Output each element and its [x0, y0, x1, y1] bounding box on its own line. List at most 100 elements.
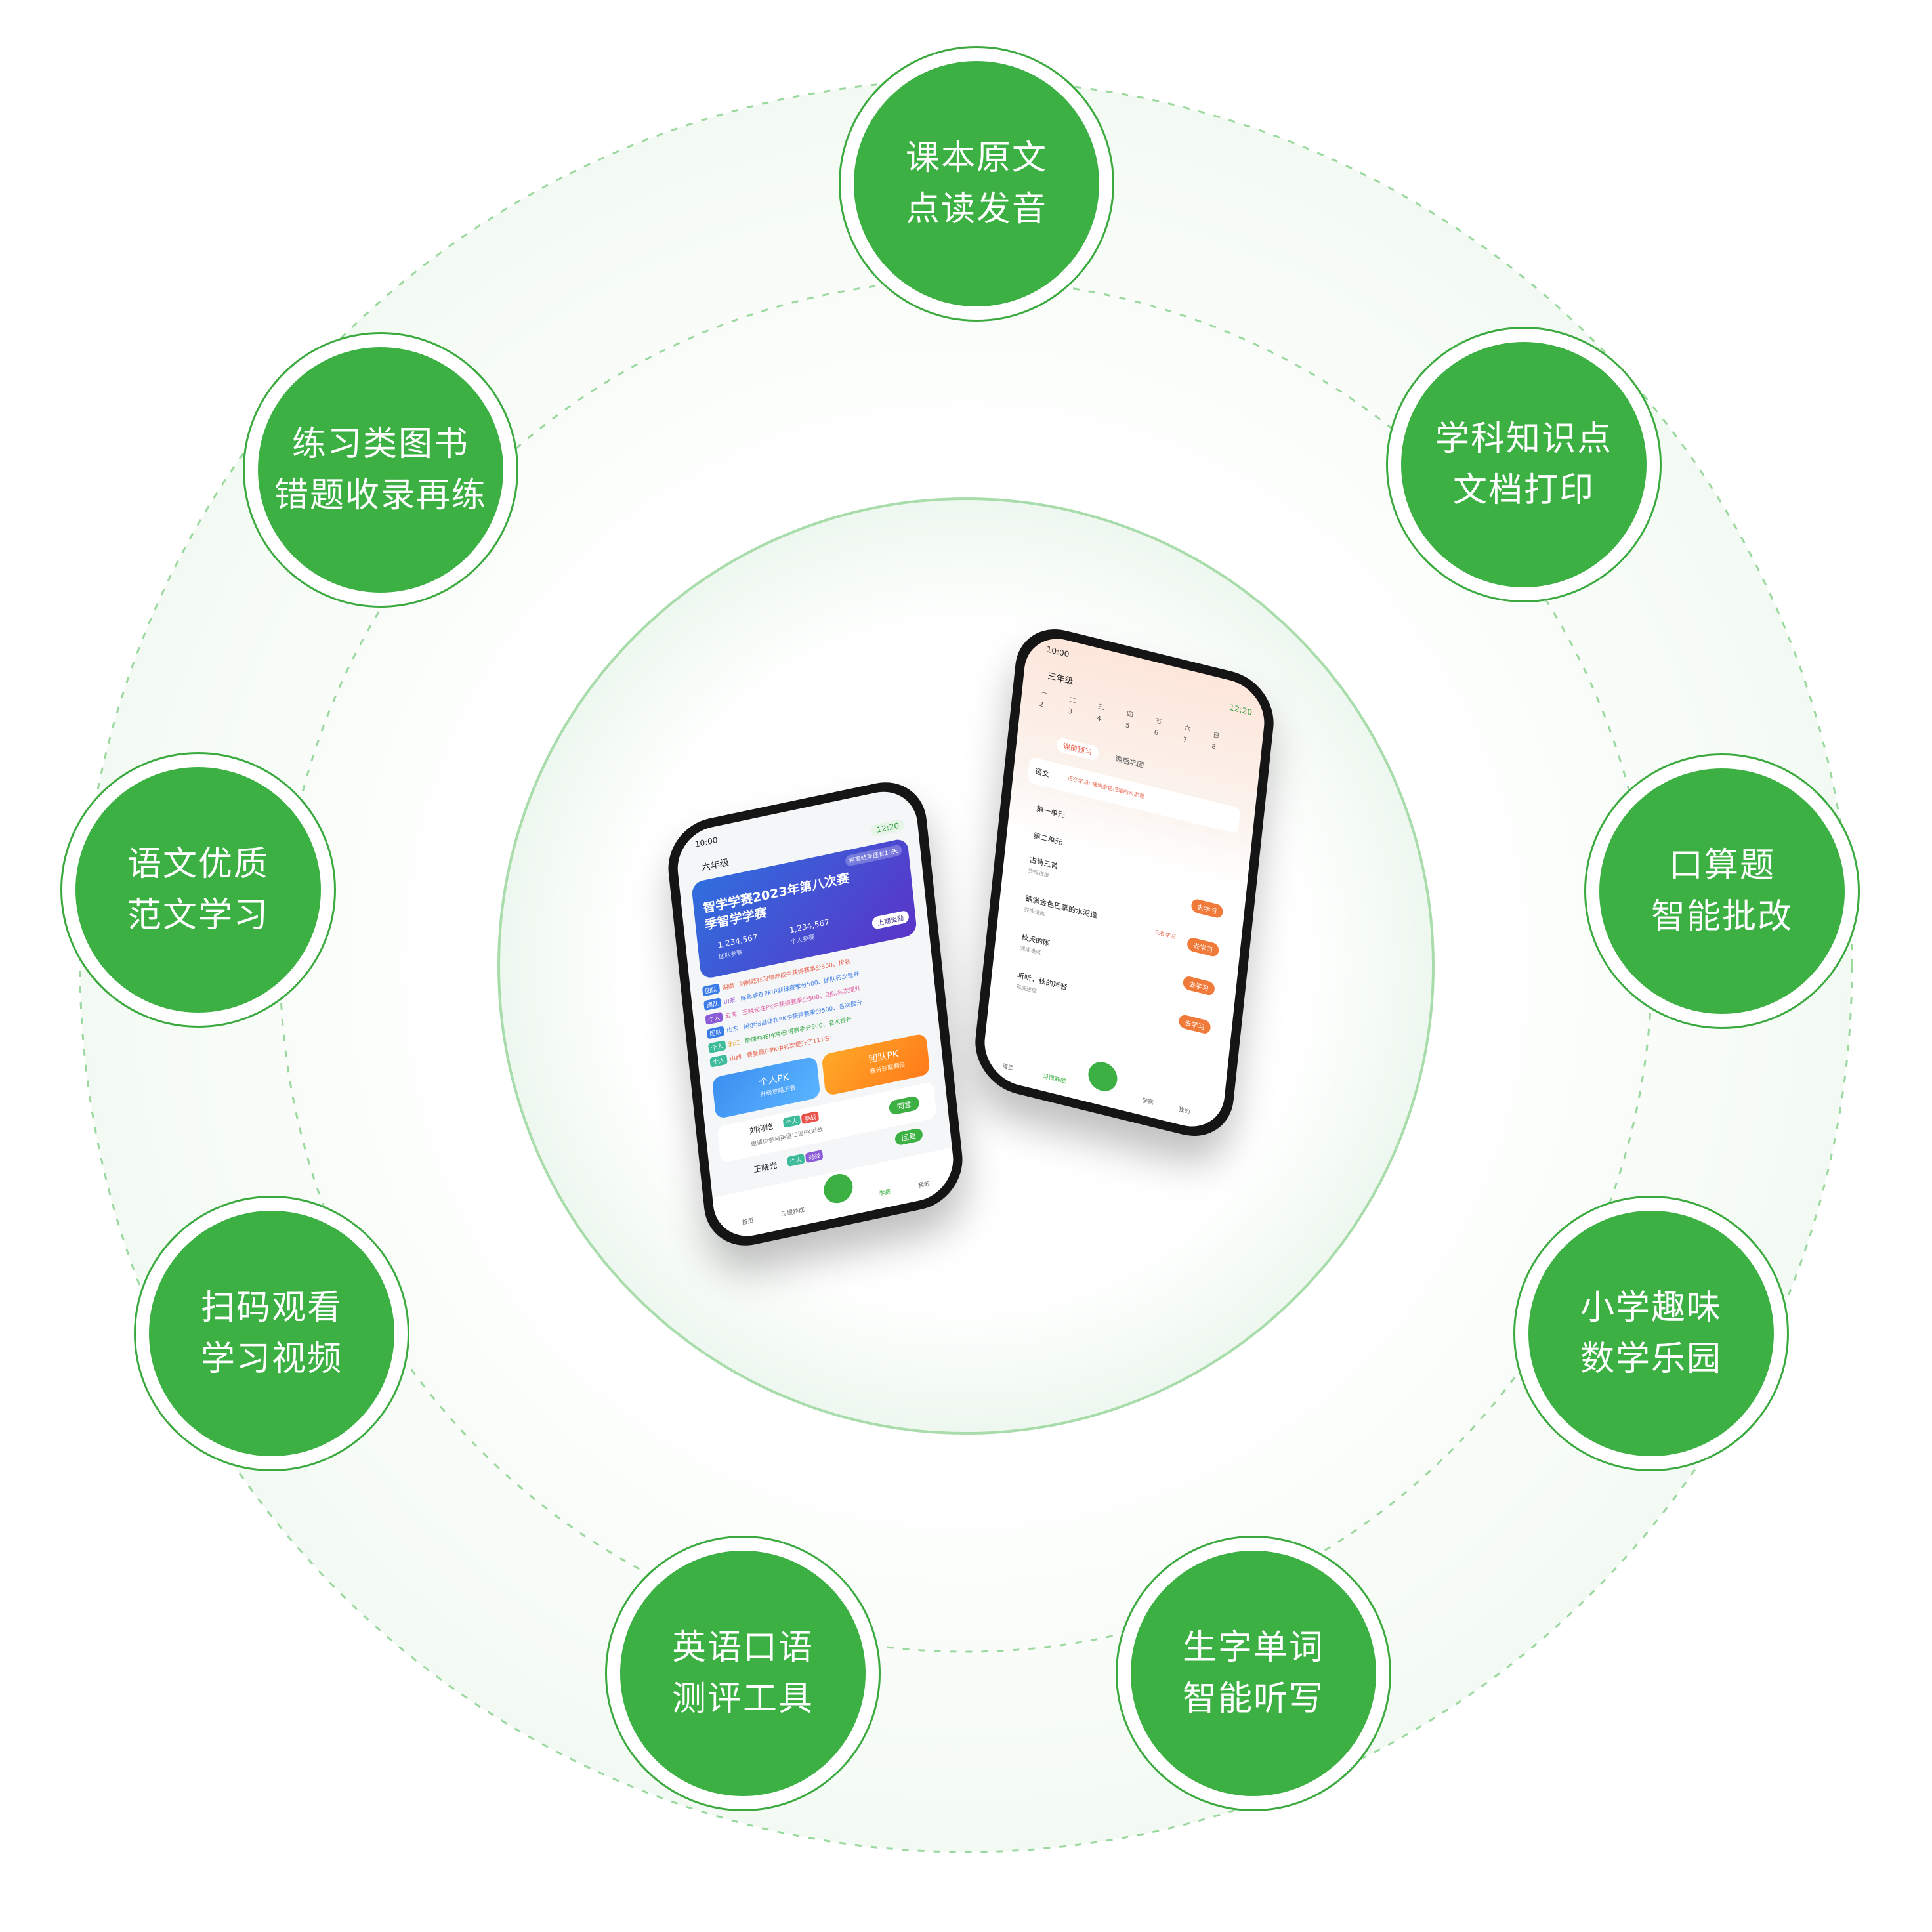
nav-home[interactable]: 首页	[1001, 1063, 1015, 1073]
nav-habit[interactable]: 习惯养成	[780, 1207, 805, 1219]
team-count: 1,234,567	[717, 932, 759, 950]
lesson-list: 古诗三首 完成进度 去学习 铺满金色巴掌的水泥道 完成进度 正在学习 去学习 秋…	[1003, 847, 1230, 1053]
feature-line: 文档打印	[1452, 471, 1595, 510]
status-time: 10:00	[694, 835, 719, 849]
feature-line: 语文优质	[127, 845, 269, 884]
team-label: 团队参赛	[719, 949, 743, 961]
invite2-tag: 个人	[787, 1153, 805, 1167]
accept-button[interactable]: 同意	[888, 1095, 920, 1116]
day-number: 5	[1125, 722, 1130, 730]
go-study-button[interactable]: 去学习	[1182, 975, 1215, 997]
personal-count: 1,234,567	[789, 917, 830, 935]
go-study-button[interactable]: 去学习	[1186, 936, 1220, 958]
day-number: 3	[1067, 707, 1073, 717]
subject-selector[interactable]: 语文	[1034, 766, 1050, 779]
nav-center-button[interactable]	[1087, 1059, 1119, 1095]
feature-node-math-park[interactable]: 小学趣味数学乐园	[1513, 1196, 1789, 1471]
feature-line: 智能听写	[1182, 1679, 1324, 1719]
feature-node-mistakes[interactable]: 练习类图书错题收录再练	[243, 332, 518, 608]
feature-node-oral-english[interactable]: 英语口语测评工具	[605, 1536, 881, 1811]
phone-left-screen: 10:00 六年级 12:20 距离结束还有10天 智学学赛2023年第八次赛季…	[673, 784, 957, 1244]
weekday: 四	[1126, 710, 1134, 719]
center-ring	[497, 497, 1435, 1435]
feature-node-reading[interactable]: 课本原文点读发音	[839, 46, 1114, 322]
feature-node-video[interactable]: 扫码观看学习视频	[134, 1196, 410, 1471]
weekday: 日	[1212, 731, 1220, 741]
invite-name: 刘柯屹	[749, 1122, 774, 1136]
banner-title: 智学学赛2023年第八次赛季智学学赛	[702, 871, 850, 933]
feed-region: 山东	[723, 997, 736, 1007]
day-number: 4	[1096, 715, 1102, 723]
feature-line: 数学乐园	[1580, 1339, 1722, 1379]
reply-button[interactable]: 回复	[894, 1127, 923, 1146]
study-tip: 正在学习: 铺满金色巴掌的水泥道	[1067, 775, 1145, 800]
feed-region: 山东	[726, 1025, 739, 1035]
invite-tag: 参战	[801, 1110, 820, 1125]
clock-badge: 12:20	[870, 818, 905, 837]
nav-contest[interactable]: 学赛	[1141, 1097, 1154, 1107]
feature-line: 生字单词	[1182, 1628, 1324, 1668]
weekday: 一	[1040, 689, 1048, 698]
invite2-tag: 对战	[805, 1149, 824, 1164]
nav-contest[interactable]: 学赛	[878, 1188, 891, 1198]
grade-selector[interactable]: 六年级	[701, 857, 730, 873]
feed-tag: 团队	[704, 998, 722, 1011]
nav-mine[interactable]: 我的	[917, 1181, 931, 1190]
feed-tag: 个人	[705, 1011, 723, 1025]
feature-line: 练习类图书	[291, 425, 469, 464]
feature-line: 点读发音	[905, 190, 1047, 229]
go-study-button[interactable]: 去学习	[1178, 1013, 1211, 1035]
feed-region: 山西	[729, 1053, 742, 1063]
feature-line: 错题收录再练	[274, 476, 487, 515]
feature-line: 智能批改	[1650, 897, 1793, 936]
feed-tag: 个人	[708, 1040, 726, 1054]
feature-line: 扫码观看	[200, 1288, 343, 1328]
feature-node-dictation[interactable]: 生字单词智能听写	[1116, 1536, 1391, 1811]
go-study-button[interactable]: 去学习	[1190, 898, 1224, 919]
day-number: 7	[1183, 736, 1188, 745]
nav-center-button[interactable]	[822, 1171, 854, 1206]
nav-mine[interactable]: 我的	[1177, 1106, 1190, 1116]
phone-left: 10:00 六年级 12:20 距离结束还有10天 智学学赛2023年第八次赛季…	[663, 774, 967, 1254]
invite-tag: 个人	[782, 1114, 801, 1129]
personal-label: 个人参赛	[790, 934, 815, 946]
feature-node-essay[interactable]: 语文优质范文学习	[60, 752, 336, 1028]
weekday: 六	[1183, 724, 1191, 734]
weekday: 五	[1155, 717, 1163, 726]
lesson-note: 正在学习	[1154, 929, 1177, 940]
feature-node-print[interactable]: 学科知识点文档打印	[1386, 327, 1662, 602]
feed-tag: 个人	[709, 1054, 728, 1068]
weekday: 三	[1097, 703, 1105, 713]
grade-selector[interactable]: 三年级	[1047, 671, 1074, 688]
phone-right-screen: 10:00 三年级 12:20 一 二 三 四 五 六 日 2 3 4 5 6 …	[980, 631, 1269, 1135]
tab-preview[interactable]: 课前预习	[1055, 736, 1099, 761]
feature-line: 测评工具	[671, 1679, 814, 1719]
unit-1[interactable]: 第一单元	[1036, 804, 1066, 820]
phone-right: 10:00 三年级 12:20 一 二 三 四 五 六 日 2 3 4 5 6 …	[971, 620, 1278, 1146]
feature-line: 英语口语	[671, 1628, 814, 1668]
reward-button[interactable]: 上期奖励	[872, 910, 910, 930]
feed-tag: 团队	[702, 983, 721, 997]
nav-home[interactable]: 首页	[741, 1217, 754, 1227]
feature-line: 学习视频	[200, 1339, 343, 1379]
clock-badge: 12:20	[1228, 702, 1253, 717]
nav-habit[interactable]: 习惯养成	[1042, 1073, 1066, 1085]
status-time: 10:00	[1046, 644, 1070, 660]
feed-tag: 团队	[706, 1026, 725, 1040]
tab-review[interactable]: 课后巩固	[1114, 754, 1144, 770]
feed-region: 云南	[724, 1011, 738, 1020]
invite2-name: 王晓光	[753, 1160, 778, 1175]
unit-2[interactable]: 第二单元	[1033, 831, 1063, 847]
day-number: 2	[1039, 700, 1044, 709]
feature-line: 小学趣味	[1580, 1288, 1722, 1328]
feature-line: 课本原文	[905, 138, 1047, 178]
banner-tag: 距离结束还有10天	[845, 844, 902, 868]
feature-line: 学科知识点	[1435, 419, 1612, 459]
feature-node-mental-math[interactable]: 口算题智能批改	[1584, 753, 1860, 1029]
feed-region: 湖南	[722, 982, 735, 992]
feature-line: 范文学习	[127, 896, 269, 935]
day-number: 6	[1154, 728, 1159, 738]
weekday: 二	[1068, 696, 1076, 705]
day-number: 8	[1211, 743, 1217, 751]
